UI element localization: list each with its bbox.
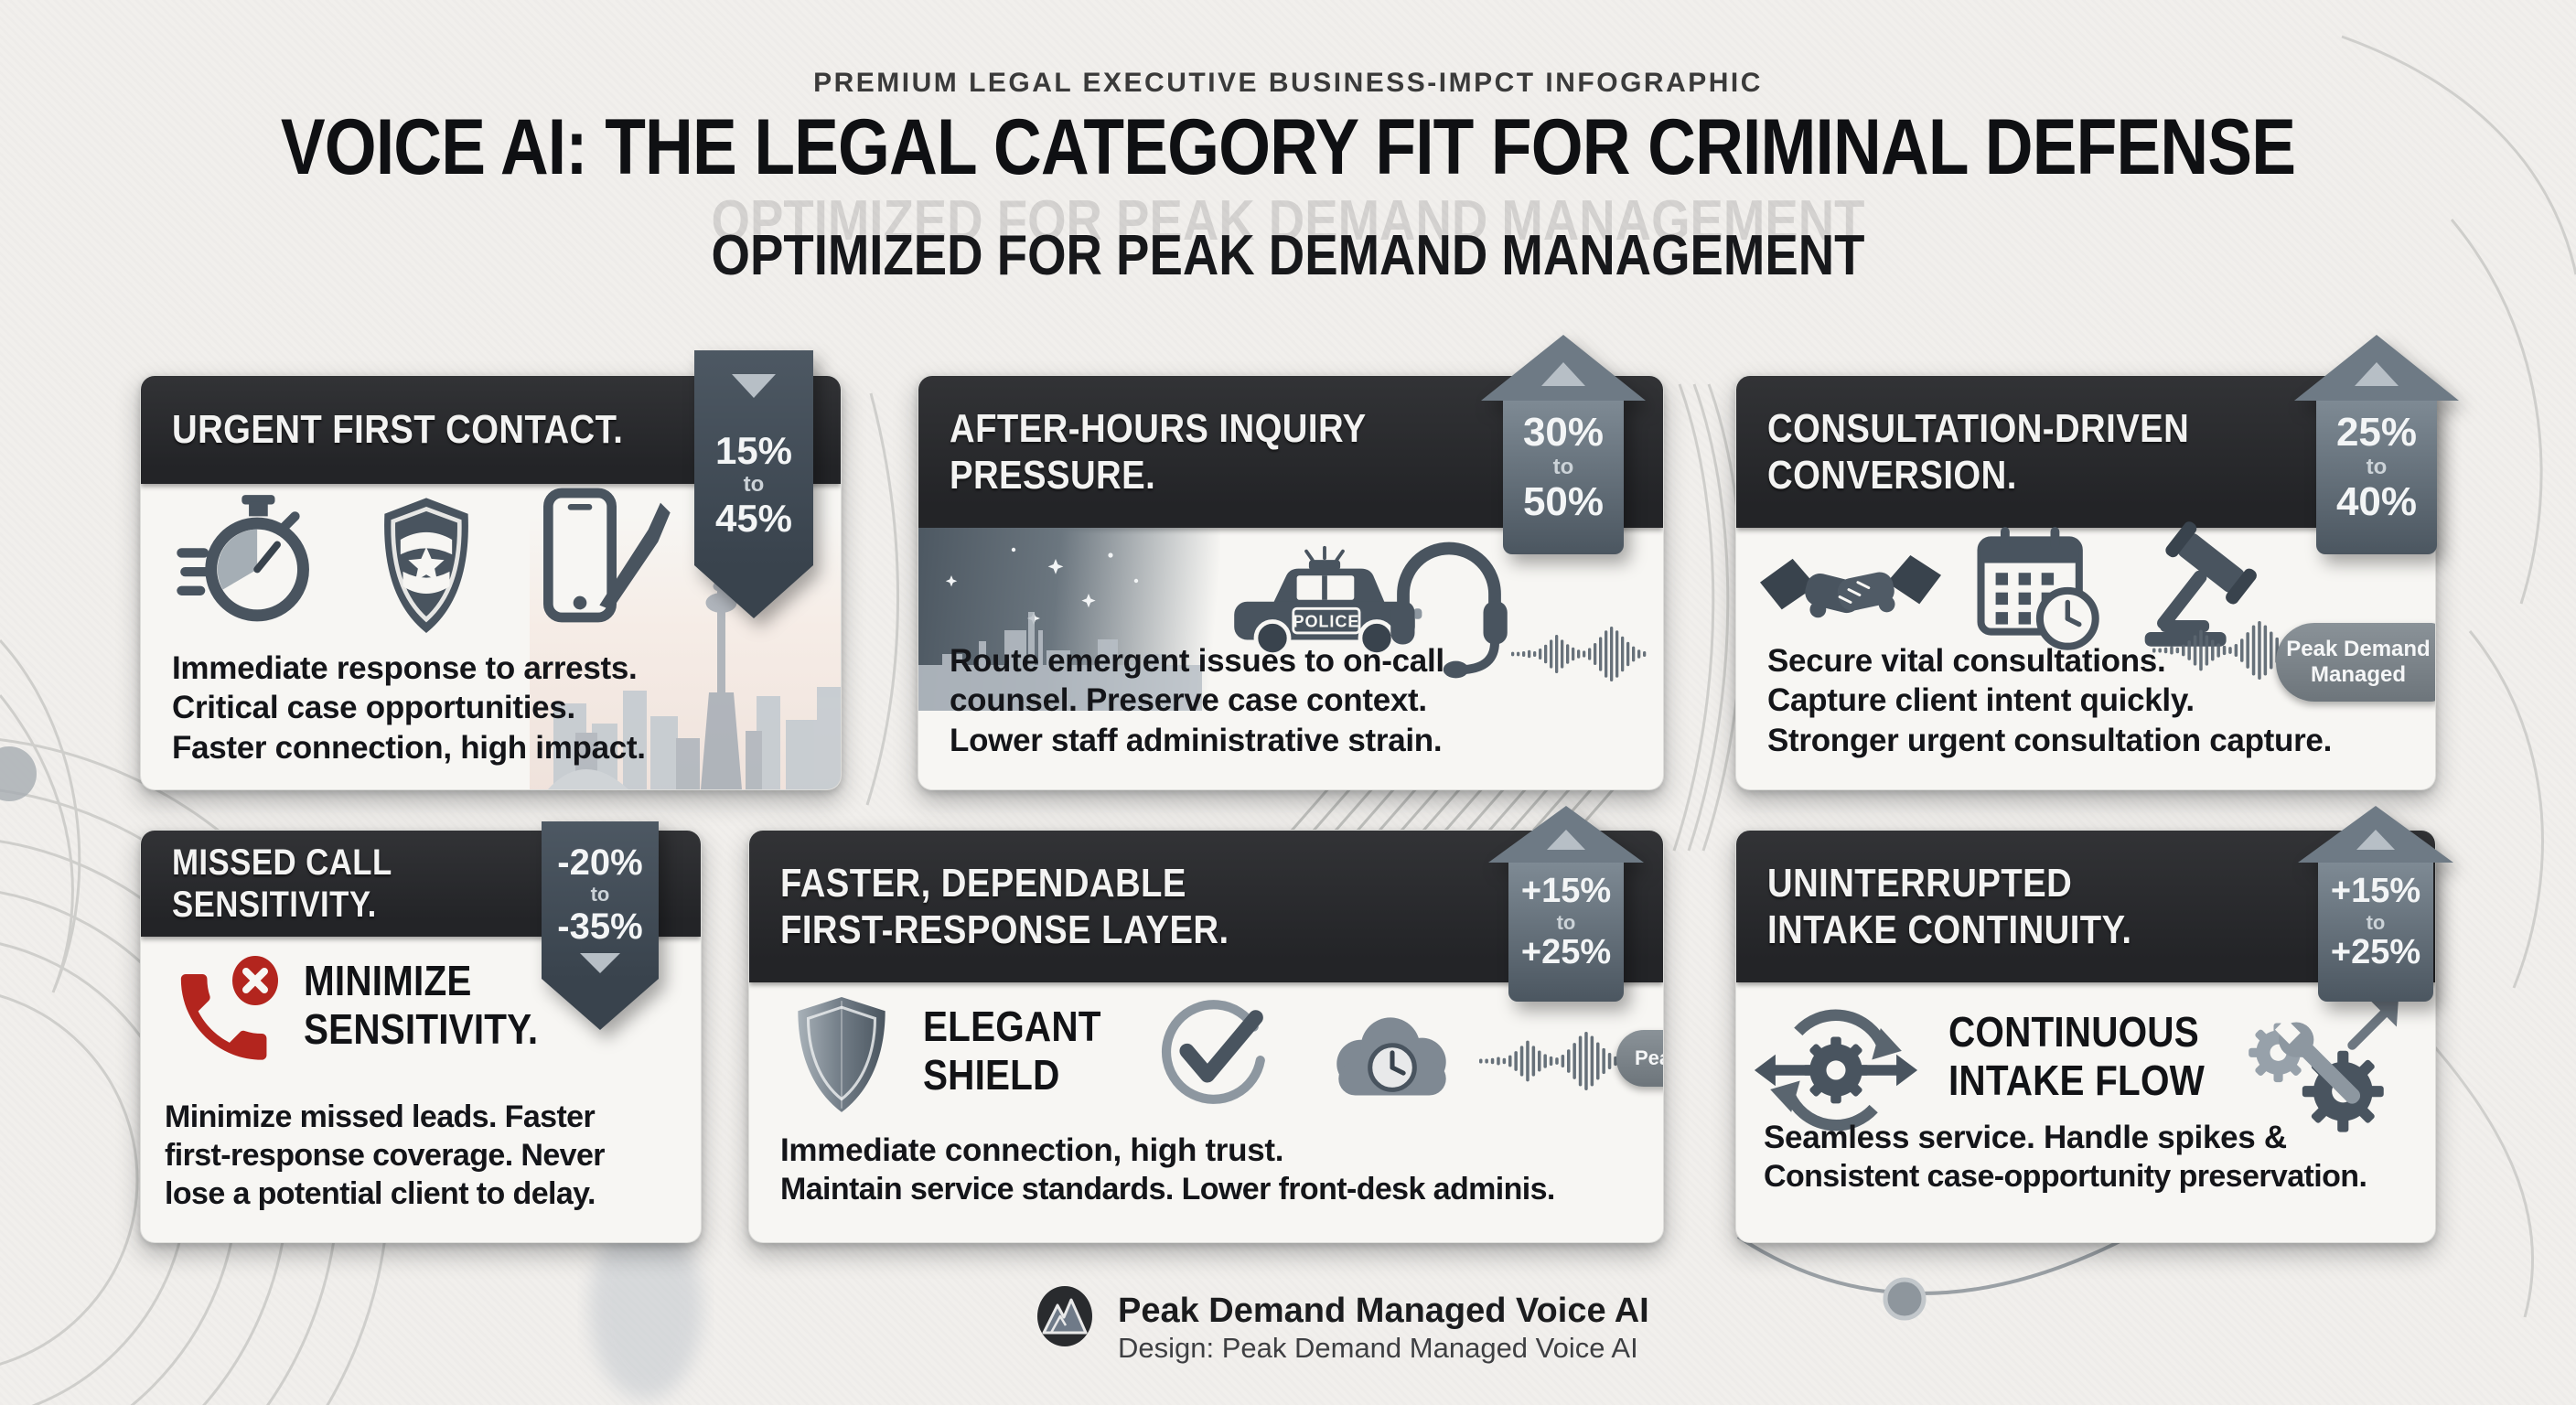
calendar-clock-icon	[1970, 520, 2109, 664]
shield-icon	[786, 993, 897, 1128]
badge-from: +15%	[1520, 872, 1612, 910]
card-title: PRESSURE.	[950, 453, 1156, 498]
badge-to: -35%	[557, 906, 643, 947]
badge-joiner: to	[1556, 910, 1576, 934]
pill-line: Peak Demand	[2286, 636, 2431, 661]
eyebrow-text: PREMIUM LEGAL EXECUTIVE BUSINESS-IMPCT I…	[813, 68, 1763, 98]
continuous-intake-flow-label: CONTINUOUS INTAKE FLOW	[1948, 1008, 2206, 1105]
body-line: lose a potential client to delay.	[165, 1176, 596, 1212]
checkmark-icon	[1152, 993, 1272, 1119]
card-title: URGENT FIRST CONTACT.	[172, 407, 624, 453]
police-car-icon: POLICE	[1220, 544, 1429, 670]
body-line: counsel. Preserve case context.	[950, 682, 1427, 719]
gears-wrench-icon	[2230, 984, 2406, 1164]
impact-badge-up: +15% to +25%	[2298, 806, 2453, 1002]
continuous-cycle-gear-icon	[1753, 986, 1919, 1157]
gavel-icon	[2130, 513, 2291, 662]
card-first-response-layer: FASTER, DEPENDABLE FIRST-RESPONSE LAYER.…	[748, 806, 1664, 1243]
pill-line: Managed	[2310, 662, 2406, 687]
body-line: Stronger urgent consultation capture.	[1767, 722, 2333, 758]
impact-badge-up: +15% to +25%	[1488, 806, 1644, 1002]
body-line: Faster connection, high impact.	[172, 729, 646, 766]
impact-badge-down: 15% to 45%	[694, 350, 813, 618]
page-title: VOICE AI: THE LEGAL CATEGORY FIT FOR CRI…	[280, 103, 2296, 191]
headset-icon	[1380, 528, 1518, 683]
page-subtitle: OPTIMIZED FOR PEAK DEMAND MANAGEMENT	[711, 224, 1865, 287]
badge-joiner: to	[743, 472, 765, 498]
body-line: Immediate connection, high trust.	[780, 1132, 1284, 1168]
badge-from: 15%	[714, 429, 793, 472]
body-line: Capture client intent quickly.	[1767, 682, 2195, 719]
badge-joiner: to	[2366, 910, 2386, 934]
peak-demand-pill-clipped: Peak De	[1616, 1030, 1663, 1087]
card-title: CONVERSION.	[1767, 453, 2017, 498]
body-line: Route emergent issues to on-call	[950, 643, 1444, 679]
body-line: Seamless service. Handle spikes &	[1764, 1120, 2287, 1155]
voice-waveform-icon	[1511, 616, 1648, 692]
badge-to: 40%	[2335, 479, 2418, 525]
card-title: INTAKE CONTINUITY.	[1767, 907, 2132, 952]
pill-line: Peak De	[1635, 1046, 1663, 1070]
handshake-icon	[1760, 546, 1941, 650]
badge-from: -20%	[557, 842, 643, 883]
voice-waveform-icon	[1479, 1012, 1626, 1110]
badge-to: 50%	[1522, 479, 1605, 525]
page-subtitle-ghost: OPTIMIZED FOR PEAK DEMAND MANAGEMENT	[711, 189, 1865, 252]
cloud-clock-icon	[1318, 1006, 1466, 1122]
footer-brand: Peak Demand Managed Voice AI	[1118, 1292, 1649, 1330]
body-line: Secure vital consultations.	[1767, 643, 2166, 679]
badge-joiner: to	[590, 883, 610, 906]
badge-to: +25%	[2330, 933, 2421, 972]
peak-demand-pill: Peak Demand Managed	[2276, 623, 2435, 702]
card-urgent-first-contact: URGENT FIRST CONTACT.	[140, 350, 842, 790]
body-line: Consistent case-opportunity preservation…	[1764, 1159, 2367, 1195]
card-title: UNINTERRUPTED	[1767, 860, 2073, 906]
body-line: Minimize missed leads. Faster	[165, 1099, 596, 1134]
card-title: FASTER, DEPENDABLE	[780, 860, 1186, 906]
stopwatch-icon	[176, 491, 317, 644]
card-title: AFTER-HOURS INQUIRY	[950, 405, 1367, 451]
badge-to: +25%	[1520, 933, 1612, 972]
card-title: SENSITIVITY.	[172, 885, 377, 925]
phone-scalpel-icon	[536, 486, 682, 637]
police-badge-icon	[359, 493, 494, 645]
body-line: Immediate response to arrests.	[172, 650, 638, 686]
card-missed-call-sensitivity: MISSED CALL SENSITIVITY. MINIMIZE SENSIT…	[140, 821, 702, 1243]
minimize-sensitivity-label: MINIMIZE SENSITIVITY.	[304, 957, 539, 1054]
badge-from: +15%	[2330, 872, 2421, 910]
impact-badge-down: -20% to -35%	[542, 821, 659, 1030]
footer-credit: Design: Peak Demand Managed Voice AI	[1118, 1332, 1638, 1364]
night-sky-panel	[918, 528, 1220, 789]
badge-joiner: to	[2366, 455, 2388, 480]
badge-from: 25%	[2335, 410, 2418, 455]
mountain-logo-icon	[1036, 1284, 1094, 1353]
impact-badge-up: 25% to 40%	[2294, 335, 2459, 554]
body-line: Lower staff administrative strain.	[950, 722, 1443, 758]
card-intake-continuity: UNINTERRUPTED INTAKE CONTINUITY.	[1735, 806, 2453, 1243]
card-title: MISSED CALL	[172, 842, 392, 883]
card-title: FIRST-RESPONSE LAYER.	[780, 907, 1229, 952]
police-car-label: POLICE	[1293, 612, 1359, 630]
card-title: CONSULTATION-DRIVEN	[1767, 405, 2190, 451]
card-consultation-conversion: CONSULTATION-DRIVEN CONVERSION.	[1735, 335, 2459, 790]
card-after-hours-pressure: AFTER-HOURS INQUIRY PRESSURE.	[918, 335, 1664, 790]
badge-from: 30%	[1522, 410, 1605, 455]
badge-joiner: to	[1552, 455, 1574, 480]
elegant-shield-label: ELEGANT SHIELD	[923, 1003, 1101, 1099]
missed-call-icon	[161, 949, 289, 1082]
badge-to: 45%	[714, 497, 793, 541]
body-line: first-response coverage. Never	[165, 1138, 606, 1174]
impact-badge-up: 30% to 50%	[1481, 335, 1646, 554]
body-line: Maintain service standards. Lower front-…	[780, 1172, 1555, 1207]
body-line: Critical case opportunities.	[172, 690, 575, 726]
